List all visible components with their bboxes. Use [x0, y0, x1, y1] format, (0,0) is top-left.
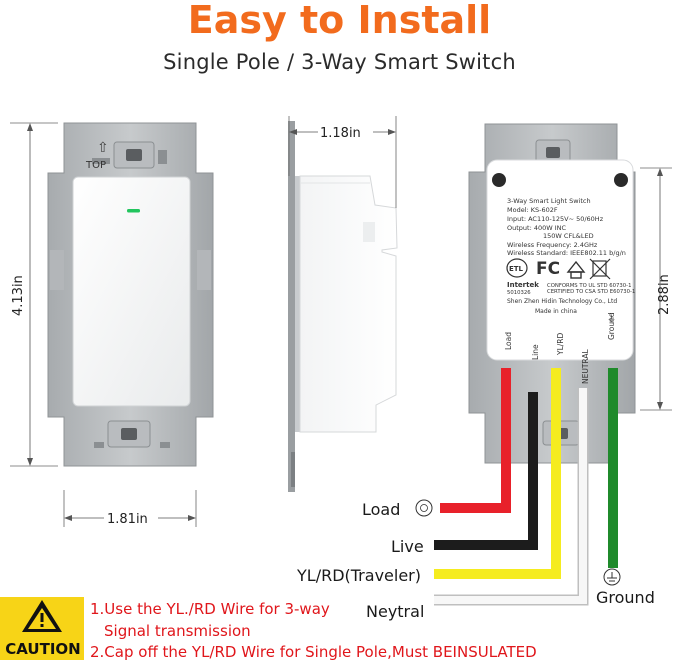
certification-icons: ETL FC	[506, 258, 611, 280]
spec-line: Output: 400W INC	[507, 224, 567, 232]
terminal-label-line: Line	[531, 344, 540, 360]
terminal-label-load: Load	[504, 332, 513, 350]
wire-traveler	[434, 368, 561, 579]
page-title: Easy to Install	[187, 0, 492, 42]
top-arrow-icon: ⇧	[97, 140, 109, 156]
wires	[434, 368, 618, 606]
side-depth-dimension: 1.18in	[288, 116, 397, 208]
fcc-icon: FC	[536, 259, 560, 279]
cert-text: CERTIFIED TO CSA STD E60730-1	[547, 289, 635, 295]
wire-label-load: Load	[362, 500, 400, 519]
wire-label-neutral: Neytral	[366, 602, 424, 621]
warning-triangle-icon	[22, 600, 62, 632]
terminal-label-neutral: NEUTRAL	[581, 349, 590, 384]
bottom-screw-slot	[121, 428, 137, 440]
page-subtitle: Single Pole / 3-Way Smart Switch	[163, 50, 516, 74]
svg-text:ETL: ETL	[509, 265, 524, 273]
front-height-label: 4.13in	[11, 275, 26, 316]
caution-note-1-cont: Signal transmission	[104, 622, 251, 640]
spec-line: 3-Way Smart Light Switch	[507, 197, 591, 205]
spec-line: Wireless Standard: IEEE802.11 b/g/n	[507, 249, 626, 257]
side-depth-label: 1.18in	[320, 126, 361, 141]
caution-label: CAUTION	[5, 640, 81, 658]
status-led	[127, 209, 140, 213]
spec-line: Wireless Frequency: 2.4GHz	[507, 241, 598, 249]
product-spec-label: 3-Way Smart Light Switch Model: KS-602F …	[507, 197, 626, 257]
cert-number: 5010326	[507, 290, 531, 296]
back-height-label: 2.88in	[657, 274, 672, 315]
spec-line: Model: KS-602F	[507, 206, 558, 214]
origin-text: Made in china	[535, 308, 577, 315]
spec-line: 150W CFL&LED	[543, 232, 594, 240]
wire-label-traveler: YL/RD(Traveler)	[296, 566, 421, 585]
front-view-switch: ⇧ TOP	[47, 122, 214, 467]
wire-labels: Load Live YL/RD(Traveler) Neytral Ground	[296, 499, 655, 621]
cert-brand: Intertek	[507, 281, 539, 289]
front-height-dimension: 4.13in	[10, 122, 58, 467]
front-width-dimension: 1.81in	[63, 490, 197, 527]
back-height-dimension: 2.88in	[640, 167, 672, 411]
side-housing	[299, 175, 398, 433]
wire-load	[440, 368, 511, 513]
terminal-label-yl-rd: YL/RD	[556, 333, 565, 356]
manufacturer: Shen Zhen Hidin Technology Co., Ltd	[507, 298, 617, 305]
ground-symbol-icon: ⏚	[607, 314, 616, 325]
top-screw-slot	[126, 149, 142, 161]
back-housing	[486, 159, 634, 361]
top-marker-label: TOP	[85, 160, 106, 171]
rocker-paddle	[72, 176, 191, 407]
caution-note-1: 1.Use the YL./RD Wire for 3-way	[90, 600, 330, 618]
etl-icon	[506, 258, 528, 278]
terminal-label-ground: Ground	[607, 312, 616, 340]
wire-label-live: Live	[391, 537, 424, 556]
spec-line: Input: AC110-125V~ 50/60Hz	[507, 215, 604, 223]
bulb-icon	[415, 499, 433, 517]
wire-label-ground: Ground	[596, 588, 655, 607]
wire-live	[434, 392, 538, 550]
front-width-label: 1.81in	[107, 512, 148, 527]
weee-bin-icon	[592, 260, 607, 277]
cert-text: CONFORMS TO UL STD 60730-1	[547, 283, 631, 289]
side-plate-edge	[288, 121, 295, 492]
side-view-switch	[288, 121, 398, 492]
caution-note-2: 2.Cap off the YL/RD Wire for Single Pole…	[90, 643, 537, 661]
